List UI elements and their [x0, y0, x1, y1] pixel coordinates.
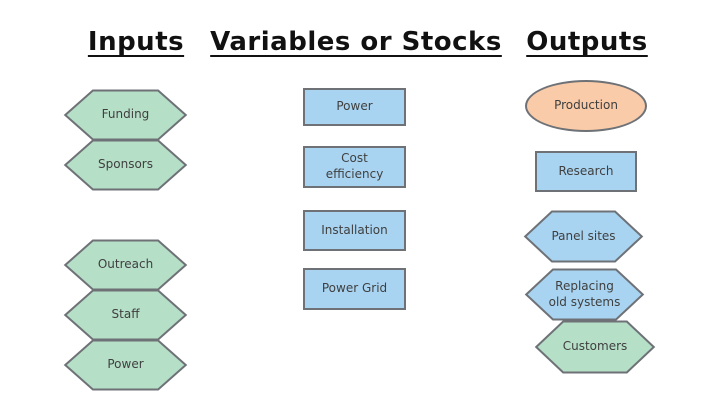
variable-shape-power[interactable]: Power	[303, 88, 406, 126]
shape-label: Research	[558, 163, 614, 178]
hexagon-shape	[64, 240, 187, 290]
hexagon-shape	[64, 140, 187, 190]
variables-column-header: Variables or Stocks	[210, 27, 502, 57]
variable-shape-power-grid[interactable]: Power Grid	[303, 268, 406, 310]
input-shape-funding[interactable]: Funding	[64, 90, 187, 140]
hexagon-shape	[535, 321, 655, 373]
output-shape-production[interactable]: Production	[525, 80, 647, 132]
variable-shape-cost-efficiency[interactable]: Cost efficiency	[303, 146, 406, 188]
output-shape-panel-sites[interactable]: Panel sites	[524, 211, 643, 262]
shape-label: Installation	[321, 222, 388, 237]
hexagon-shape	[64, 290, 187, 340]
hexagon-shape	[64, 340, 187, 390]
outputs-column-header: Outputs	[526, 27, 648, 57]
input-shape-outreach[interactable]: Outreach	[64, 240, 187, 290]
inputs-column-header: Inputs	[87, 27, 185, 57]
hexagon-shape	[525, 269, 644, 320]
shape-label: Production	[554, 98, 618, 113]
shape-label: Cost efficiency	[325, 151, 384, 181]
input-shape-power[interactable]: Power	[64, 340, 187, 390]
shape-label: Power Grid	[321, 281, 388, 296]
output-shape-customers[interactable]: Customers	[535, 321, 655, 373]
hexagon-shape	[524, 211, 643, 262]
output-shape-research[interactable]: Research	[535, 151, 637, 192]
output-shape-replacing-old-systems[interactable]: Replacing old systems	[525, 269, 644, 320]
input-shape-sponsors[interactable]: Sponsors	[64, 140, 187, 190]
hexagon-shape	[64, 90, 187, 140]
variable-shape-installation[interactable]: Installation	[303, 210, 406, 251]
shape-label: Power	[336, 99, 373, 114]
input-shape-staff[interactable]: Staff	[64, 290, 187, 340]
